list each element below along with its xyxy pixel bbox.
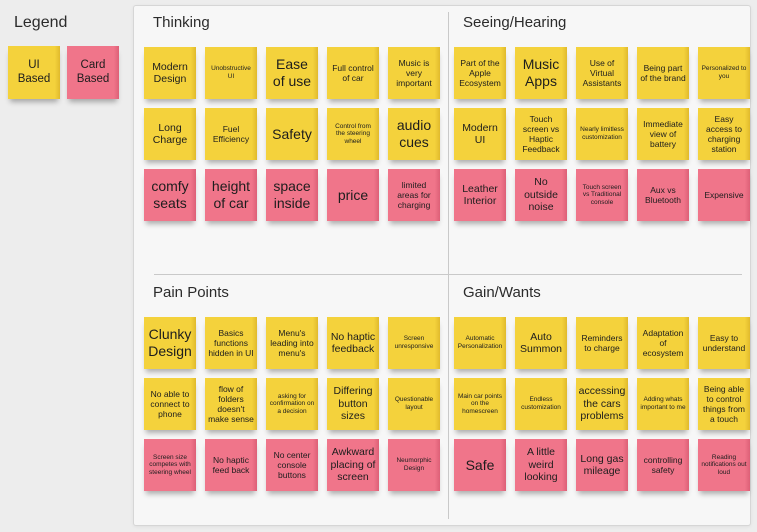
sticky-note[interactable]: Personalized to you	[698, 47, 750, 99]
sticky-note[interactable]: Aux vs Bluetooth	[637, 169, 689, 221]
sticky-note[interactable]: Questionable layout	[388, 378, 440, 430]
sticky-note[interactable]: Use of Virtual Assistants	[576, 47, 628, 99]
quadrant-title-gain-wants: Gain/Wants	[463, 284, 541, 301]
sticky-note[interactable]: Modern Design	[144, 47, 196, 99]
sticky-note[interactable]: No haptic feed back	[205, 439, 257, 491]
sticky-note[interactable]: asking for confirmation on a decision	[266, 378, 318, 430]
legend-note-ui-based[interactable]: UI Based	[8, 46, 60, 99]
sticky-note[interactable]: controlling safety	[637, 439, 689, 491]
sticky-note[interactable]: Differing button sizes	[327, 378, 379, 430]
quadrant-divider-horizontal	[154, 274, 742, 275]
sticky-note[interactable]: Being part of the brand	[637, 47, 689, 99]
sticky-note[interactable]: Main car points on the homescreen	[454, 378, 506, 430]
sticky-note[interactable]: space inside	[266, 169, 318, 221]
sticky-note[interactable]: Full control of car	[327, 47, 379, 99]
sticky-note[interactable]: No haptic feedback	[327, 317, 379, 369]
sticky-note[interactable]: audio cues	[388, 108, 440, 160]
sticky-note[interactable]: Leather Interior	[454, 169, 506, 221]
sticky-note[interactable]: Adding whats important to me	[637, 378, 689, 430]
sticky-note[interactable]: Reminders to charge	[576, 317, 628, 369]
sticky-note[interactable]: No center console buttons	[266, 439, 318, 491]
sticky-note[interactable]: limited areas for charging	[388, 169, 440, 221]
sticky-note[interactable]: Screen size competes with steering wheel	[144, 439, 196, 491]
sticky-note[interactable]: Menu's leading into menu's	[266, 317, 318, 369]
sticky-note[interactable]: Adaptation of ecosystem	[637, 317, 689, 369]
sticky-note[interactable]: Screen unresponsive	[388, 317, 440, 369]
sticky-note[interactable]: Ease of use	[266, 47, 318, 99]
sticky-note[interactable]: price	[327, 169, 379, 221]
sticky-note[interactable]: Clunky Design	[144, 317, 196, 369]
sticky-note[interactable]: Easy access to charging station	[698, 108, 750, 160]
sticky-note[interactable]: Music Apps	[515, 47, 567, 99]
sticky-note[interactable]: Unobstructive UI	[205, 47, 257, 99]
legend-notes: UI Based Card Based	[8, 46, 128, 99]
sticky-note[interactable]: height of car	[205, 169, 257, 221]
sticky-note[interactable]: Modern UI	[454, 108, 506, 160]
sticky-note[interactable]: Reading notifications out loud	[698, 439, 750, 491]
sticky-note[interactable]: Awkward placing of screen	[327, 439, 379, 491]
sticky-note[interactable]: Expensive	[698, 169, 750, 221]
sticky-note[interactable]: Control from the steering wheel	[327, 108, 379, 160]
sticky-note[interactable]: Safety	[266, 108, 318, 160]
sticky-note[interactable]: A little weird looking	[515, 439, 567, 491]
sticky-note[interactable]: No able to connect to phone	[144, 378, 196, 430]
quadrant-title-pain-points: Pain Points	[153, 284, 229, 301]
sticky-note[interactable]: Music is very important	[388, 47, 440, 99]
sticky-note[interactable]: Endless customization	[515, 378, 567, 430]
legend-note-card-based[interactable]: Card Based	[67, 46, 119, 99]
quadrant-divider-vertical	[448, 12, 449, 519]
sticky-note[interactable]: Immediate view of battery	[637, 108, 689, 160]
sticky-note[interactable]: Automatic Personalization	[454, 317, 506, 369]
sticky-note[interactable]: Nearly limitless customization	[576, 108, 628, 160]
sticky-note[interactable]: Safe	[454, 439, 506, 491]
sticky-note[interactable]: Long gas mileage	[576, 439, 628, 491]
legend-title: Legend	[14, 14, 68, 31]
sticky-note[interactable]: accessing the cars problems	[576, 378, 628, 430]
sticky-note[interactable]: Basics functions hidden in UI	[205, 317, 257, 369]
sticky-note[interactable]: comfy seats	[144, 169, 196, 221]
sticky-note[interactable]: Touch screen vs Haptic Feedback	[515, 108, 567, 160]
sticky-note[interactable]: flow of folders doesn't make sense	[205, 378, 257, 430]
sticky-note[interactable]: No outside noise	[515, 169, 567, 221]
sticky-note[interactable]: Being able to control things from a touc…	[698, 378, 750, 430]
sticky-note[interactable]: Fuel Efficiency	[205, 108, 257, 160]
sticky-note[interactable]: Neumorphic Design	[388, 439, 440, 491]
quadrant-seeing-hearing: Seeing/Hearing Part of the Apple Ecosyst…	[454, 14, 754, 221]
quadrant-title-seeing-hearing: Seeing/Hearing	[463, 14, 567, 31]
sticky-note[interactable]: Easy to understand	[698, 317, 750, 369]
sticky-note[interactable]: Touch screen vs Traditional console	[576, 169, 628, 221]
legend: Legend UI Based Card Based	[8, 14, 128, 99]
sticky-note[interactable]: Auto Summon	[515, 317, 567, 369]
sticky-note[interactable]: Long Charge	[144, 108, 196, 160]
sticky-note[interactable]: Part of the Apple Ecosystem	[454, 47, 506, 99]
quadrant-title-thinking: Thinking	[153, 14, 210, 31]
